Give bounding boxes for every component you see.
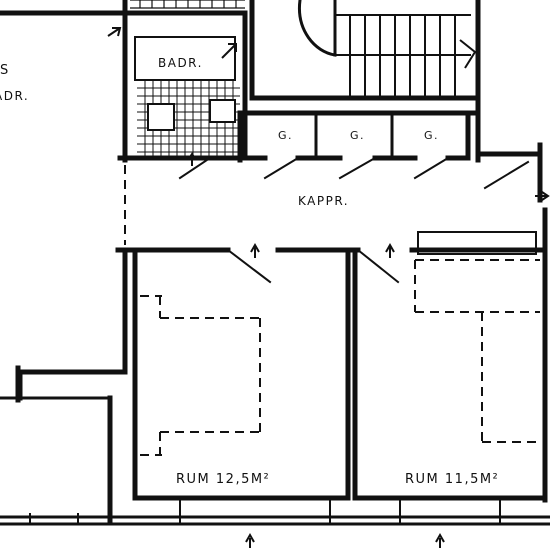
left-room-partial-label: ADR. [0, 89, 29, 103]
entry-arrow-icon [435, 532, 445, 548]
room-right [352, 207, 548, 503]
entry-arrow-icon [245, 532, 255, 548]
room-right-label: RUM 11,5M² [405, 472, 499, 487]
stair-direction-arrow-icon [459, 39, 477, 69]
room-left-label: RUM 12,5M² [176, 472, 270, 487]
room-left [132, 247, 351, 501]
bathroom-label: BADR. [158, 56, 203, 70]
corridor-label: KAPPR. [298, 194, 349, 208]
washbasin [147, 103, 175, 131]
left-room-walls [0, 0, 128, 523]
entry-arrow-icon [385, 242, 395, 258]
entry-arrow-icon [107, 27, 122, 37]
entry-arrow-icon [535, 191, 550, 201]
bathroom [107, 0, 248, 161]
entry-arrow-icon [187, 152, 197, 166]
storage-1-label: G. [278, 129, 293, 142]
corridor-walls [115, 142, 543, 284]
storage-row [178, 110, 530, 190]
bath-fixture [209, 99, 236, 123]
exterior-wall [0, 365, 550, 526]
stairwell [249, 0, 481, 163]
left-edge-fragment-label: S [0, 63, 10, 78]
storage-3-label: G. [424, 129, 439, 142]
entry-arrow-icon [250, 242, 260, 258]
storage-2-label: G. [350, 129, 365, 142]
arrows [187, 152, 550, 548]
entry-arrow-icon [221, 43, 237, 59]
